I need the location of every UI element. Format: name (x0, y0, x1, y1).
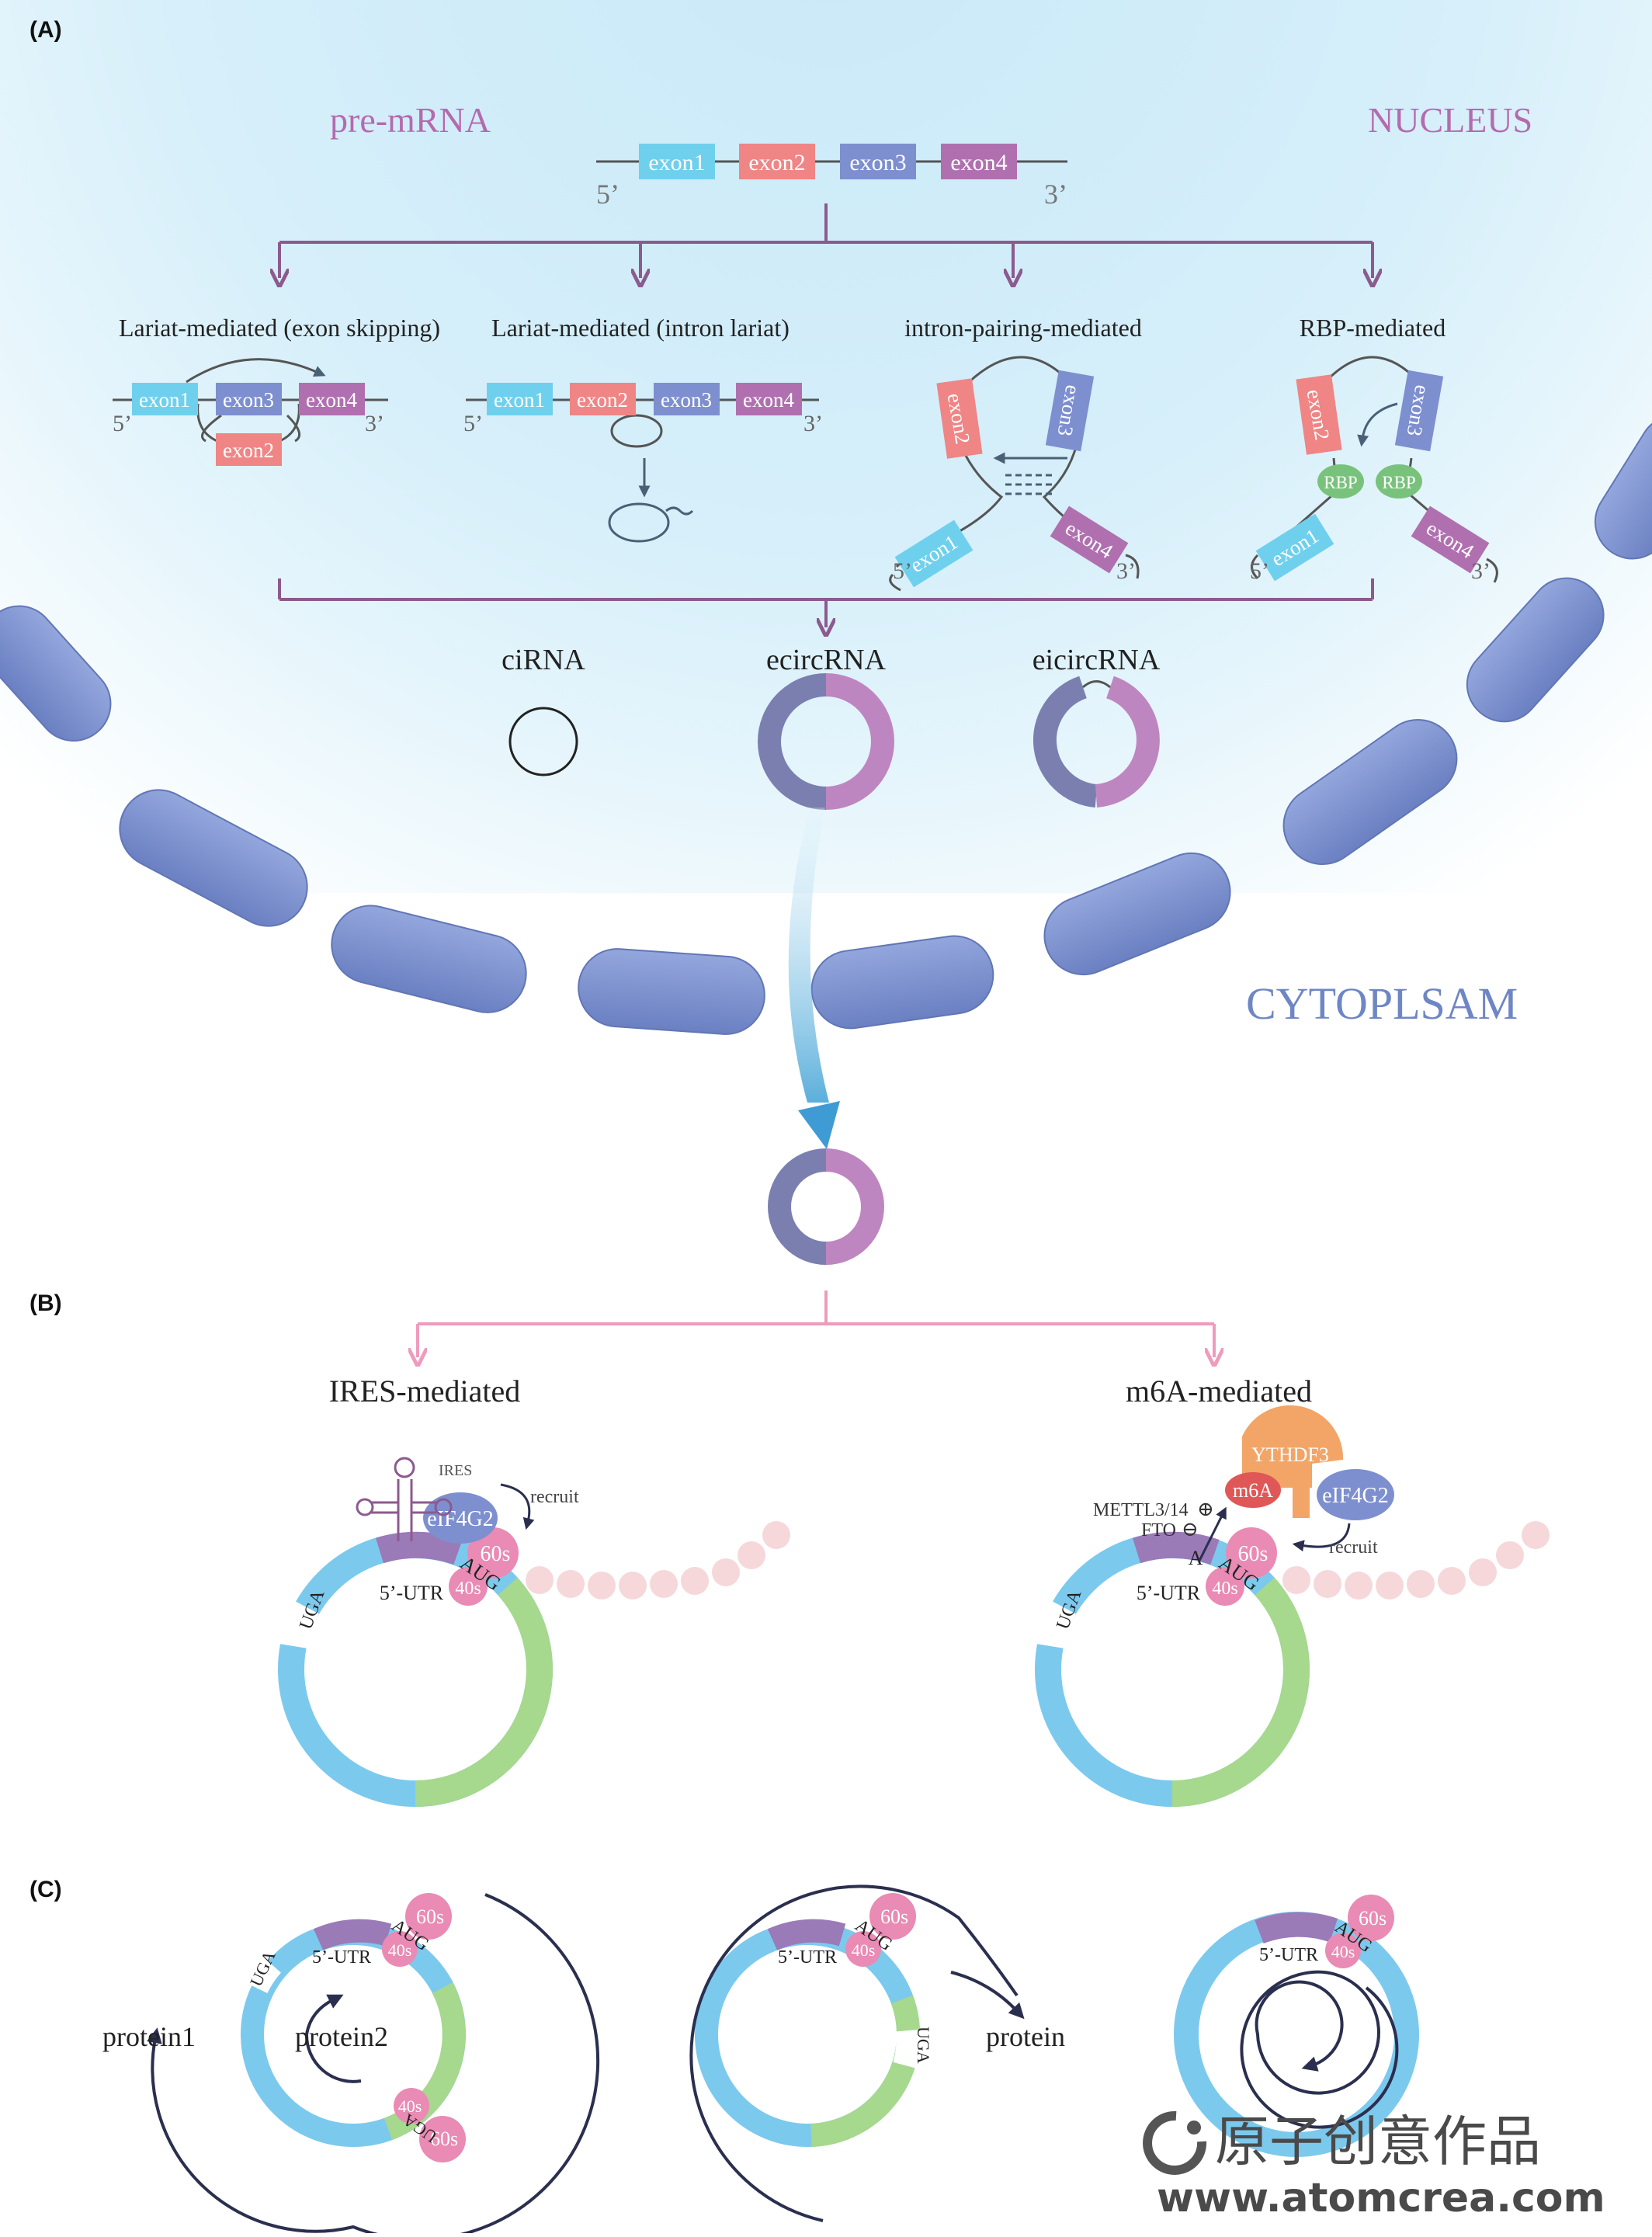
m3-three-end: 3’ (1116, 558, 1136, 584)
ires-eif4g2: eIF4G2 (427, 1507, 494, 1531)
panel-label-b: (B) (30, 1290, 62, 1316)
protein-label: protein (986, 2021, 1065, 2052)
cytoplasm-label: CYTOPLSAM (1246, 978, 1518, 1029)
m6a-utr: 5’-UTR (1137, 1582, 1201, 1604)
mode3-60s: 60s (1359, 1907, 1386, 1930)
mode3-40s: 40s (1331, 1942, 1355, 1961)
m6a-translation-circle: UGA 5’-UTR A 60s 40s AUG YTHDF3 m6A eIF4… (1035, 1405, 1550, 1807)
merge-bracket (278, 578, 1374, 627)
ires-60s: 60s (481, 1542, 511, 1566)
mettl-plus: ⊕ (1197, 1498, 1214, 1520)
pre-mrna-exon2: exon2 (748, 150, 805, 175)
panel-label-c: (C) (30, 1877, 62, 1902)
m6a-eif4g2: eIF4G2 (1322, 1484, 1389, 1508)
mode1-utr: 5’-UTR (312, 1947, 371, 1968)
translation-mode-single-protein: UGA 5’-UTR 60s 40s AUG protein (689, 1884, 1065, 2222)
m4-five-end: 5’ (1250, 558, 1269, 584)
m4-three-end: 3’ (1471, 558, 1491, 584)
fto-minus: ⊖ (1182, 1518, 1199, 1541)
pre-mrna-exon3: exon3 (849, 150, 906, 175)
mode1-60s: 60s (416, 1905, 444, 1928)
watermark: 原子创意作品 www.atomcrea.com (1143, 2110, 1605, 2221)
mode3-utr: 5’-UTR (1259, 1945, 1318, 1965)
watermark-brand: 原子创意作品 (1215, 2110, 1541, 2173)
m1-exon2: exon2 (223, 439, 274, 462)
m2-exon1: exon1 (494, 388, 545, 412)
translation-mode-two-proteins: UGA 5’-UTR 60s 40s AUG 60s 40s UGA prote… (102, 1893, 600, 2237)
mode2-60s: 60s (880, 1905, 908, 1928)
translation-branch-connector (418, 1290, 1214, 1357)
panel-label-a: (A) (30, 17, 62, 43)
circ-type-eicircrna: eicircRNA (1032, 644, 1161, 676)
mode2-uga: UGA (914, 2027, 933, 2064)
protein2-label: protein2 (295, 2021, 388, 2052)
mechanism-title-intron-pairing: intron-pairing-mediated (904, 314, 1142, 342)
circ-type-cirna: ciRNA (502, 644, 585, 676)
m6a-mark: m6A (1233, 1479, 1273, 1502)
exon-skipping-diagram: exon1 exon3 exon4 exon2 5’ 3’ (113, 358, 388, 466)
m2-exon4: exon4 (743, 388, 794, 412)
m2-three-end: 3’ (803, 411, 823, 436)
cirna-circle (508, 707, 578, 776)
ires-translation-circle: UGA 5’-UTR 60s 40s AUG eIF4G2 recruit IR… (278, 1457, 790, 1807)
mode1-40s-second: 40s (398, 2096, 422, 2116)
ires-structure-label: IRES (439, 1462, 472, 1479)
m6a-recruit: recruit (1329, 1537, 1378, 1558)
ires-mediated-title: IRES-mediated (329, 1374, 521, 1409)
watermark-url: www.atomcrea.com (1157, 2175, 1605, 2221)
ythdf3-label: YTHDF3 (1251, 1443, 1329, 1466)
pre-mrna-exon1: exon1 (648, 150, 705, 175)
m1-exon4: exon4 (306, 388, 357, 412)
mechanism-title-rbp: RBP-mediated (1300, 314, 1446, 342)
mechanism-title-intron-lariat: Lariat-mediated (intron lariat) (491, 314, 790, 342)
splicing-branch-connector (279, 203, 1373, 278)
m1-three-end: 3’ (365, 411, 384, 436)
mode2-utr: 5’-UTR (778, 1947, 837, 1968)
nucleus-label: NUCLEUS (1368, 100, 1532, 140)
pre-mrna-exon4: exon4 (950, 150, 1007, 175)
translation-mode-rolling: 5’-UTR 60s 40s AUG (1174, 1895, 1419, 2157)
export-arrow (788, 808, 840, 1149)
m2-exon2: exon2 (577, 388, 628, 412)
eicircrna-ring (1032, 676, 1160, 808)
cytoplasmic-circrna (768, 1148, 884, 1265)
mode1-40s: 40s (388, 1940, 412, 1960)
fto-label: FTO (1141, 1520, 1176, 1541)
m2-five-end: 5’ (463, 411, 483, 436)
m6a-60s: 60s (1238, 1542, 1268, 1566)
pre-mrna-strand: exon1 exon2 exon3 exon4 5’ 3’ (596, 144, 1067, 210)
ires-recruit: recruit (530, 1487, 579, 1507)
m6a-40s: 40s (1212, 1579, 1237, 1599)
mode1-60s-second: 60s (430, 2128, 458, 2150)
nuclear-envelope (0, 415, 1652, 1035)
m3-five-end: 5’ (893, 558, 912, 584)
m1-five-end: 5’ (113, 411, 132, 436)
mechanism-title-exon-skipping: Lariat-mediated (exon skipping) (119, 314, 440, 342)
m6a-mediated-title: m6A-mediated (1126, 1374, 1312, 1409)
mode2-40s: 40s (852, 1940, 876, 1960)
circ-type-ecircrna: ecircRNA (766, 644, 887, 676)
intron-lariat-diagram: exon1 exon2 exon3 exon4 5’ 3’ (463, 383, 823, 543)
pre-mrna-three-end: 3’ (1044, 179, 1067, 210)
mettl-label: METTL3/14 (1093, 1500, 1189, 1520)
intron-pairing-diagram: exon2 exon3 exon1 exon4 5’ 3’ (889, 356, 1140, 592)
rbp-label-right: RBP (1382, 473, 1415, 492)
rbp-label-left: RBP (1324, 473, 1357, 492)
protein1-label: protein1 (102, 2021, 196, 2052)
m1-exon3: exon3 (223, 388, 274, 412)
ires-utr: 5’-UTR (380, 1582, 444, 1604)
m2-exon3: exon3 (661, 388, 712, 412)
ires-40s: 40s (455, 1579, 481, 1599)
ecircrna-ring (758, 673, 894, 810)
pre-mrna-label: pre-mRNA (330, 100, 491, 140)
m1-exon1: exon1 (139, 388, 190, 412)
pre-mrna-five-end: 5’ (596, 179, 620, 210)
m6a-a-site: A (1189, 1547, 1203, 1569)
rbp-mediated-diagram: RBP RBP exon2 exon3 exon1 exon4 5’ 3’ (1250, 356, 1498, 584)
